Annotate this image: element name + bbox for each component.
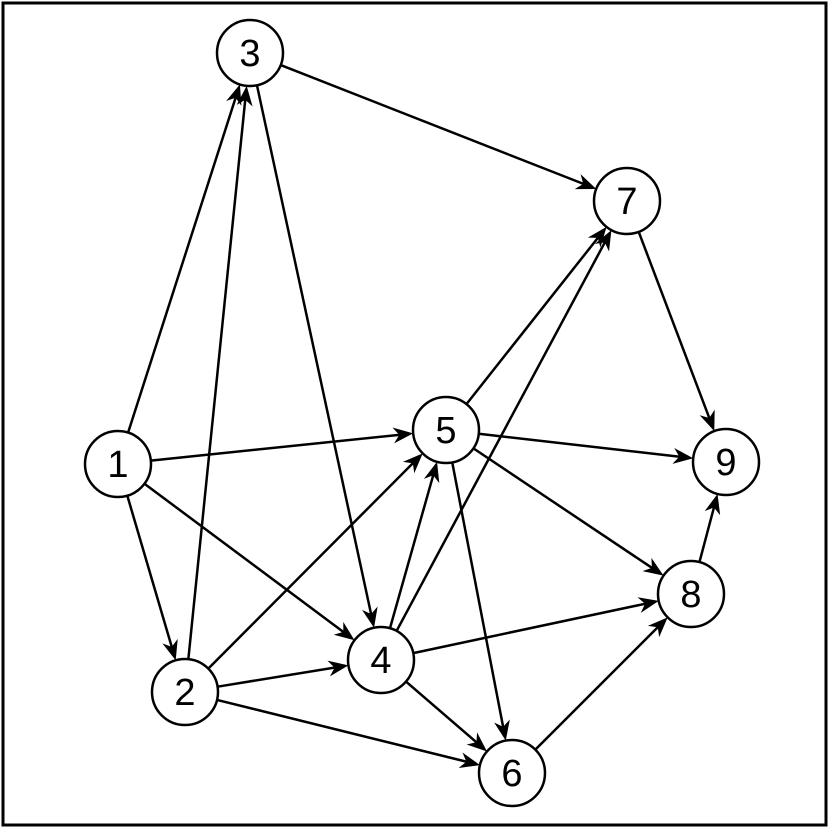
arrowhead-icon (361, 606, 378, 628)
edge-5-to-7 (465, 226, 607, 405)
node-9: 9 (691, 427, 761, 497)
node-label: 9 (715, 442, 736, 484)
edge-line (216, 698, 473, 765)
arrowhead-icon (699, 409, 715, 432)
edge-line (187, 93, 248, 660)
node-label: 4 (370, 640, 391, 682)
node-label: 7 (616, 181, 637, 223)
node-label: 3 (239, 33, 260, 75)
edge-line (207, 458, 418, 670)
edge-4-to-7 (395, 230, 612, 632)
edge-1-to-4 (143, 482, 355, 641)
node-circle (346, 625, 416, 695)
edge-3-to-4 (255, 84, 378, 628)
node-6: 6 (477, 738, 547, 808)
edge-1-to-3 (126, 84, 242, 433)
edge-1-to-2 (126, 495, 178, 661)
edge-line (472, 447, 658, 573)
edge-line (255, 84, 374, 621)
edge-line (534, 622, 663, 751)
arrowhead-icon (587, 226, 607, 248)
edge-line (451, 462, 506, 733)
arrowhead-icon (466, 732, 488, 752)
diagram-frame (1, 1, 828, 827)
edge-5-to-9 (478, 432, 694, 464)
edge-8-to-9 (698, 493, 721, 563)
edge-line (280, 63, 590, 188)
edge-line (698, 501, 717, 563)
edge-line (478, 432, 686, 459)
arrowhead-icon (672, 448, 694, 464)
edge-line (150, 432, 406, 462)
arrowhead-icon (236, 85, 253, 107)
node-circle (215, 18, 285, 88)
edge-line (637, 231, 713, 425)
arrowhead-icon (642, 557, 664, 576)
edge-line (465, 232, 603, 405)
edge-4-to-8 (413, 597, 659, 655)
arrowhead-icon (458, 752, 480, 769)
edge-line (126, 495, 175, 654)
edge-2-to-3 (187, 85, 253, 660)
arrowhead-icon (594, 230, 612, 252)
arrowhead-icon (647, 617, 668, 638)
arrowhead-icon (327, 660, 349, 677)
arrowhead-icon (226, 84, 242, 106)
arrowhead-icon (574, 174, 597, 190)
nodes-layer: 1 2 3 4 5 6 7 8 9 (83, 18, 761, 808)
edge-line (143, 482, 349, 637)
node-circle (411, 395, 481, 465)
node-circle (83, 429, 153, 499)
node-label: 1 (107, 444, 128, 486)
edge-line (388, 469, 437, 629)
arrowhead-icon (333, 621, 355, 641)
edge-line (217, 665, 341, 688)
node-circle (691, 427, 761, 497)
node-circle (656, 559, 726, 629)
node-5: 5 (411, 395, 481, 465)
edge-2-to-4 (217, 660, 349, 688)
arrowhead-icon (162, 638, 178, 661)
edge-line (126, 91, 239, 433)
edge-3-to-7 (280, 63, 597, 190)
edge-2-to-5 (207, 453, 423, 670)
node-2: 2 (150, 657, 220, 727)
edge-line (413, 601, 652, 655)
arrowhead-icon (637, 597, 659, 613)
node-circle (477, 738, 547, 808)
edge-line (395, 236, 609, 632)
edge-5-to-6 (451, 462, 510, 741)
node-circle (592, 166, 662, 236)
node-4: 4 (346, 625, 416, 695)
edge-line (405, 680, 482, 748)
node-label: 6 (501, 753, 522, 795)
arrowhead-icon (392, 427, 414, 444)
edge-4-to-6 (405, 680, 488, 752)
edge-1-to-5 (150, 427, 414, 462)
edge-6-to-8 (534, 617, 668, 751)
arrowhead-icon (402, 453, 423, 474)
edge-7-to-9 (637, 231, 715, 432)
node-1: 1 (83, 429, 153, 499)
node-circle (150, 657, 220, 727)
edge-4-to-5 (388, 461, 440, 629)
node-7: 7 (592, 166, 662, 236)
node-3: 3 (215, 18, 285, 88)
arrowhead-icon (494, 719, 510, 741)
edge-2-to-6 (216, 698, 480, 769)
node-label: 8 (680, 574, 701, 616)
edges-layer (126, 63, 721, 769)
arrowhead-icon (423, 461, 440, 484)
node-label: 2 (174, 672, 195, 714)
node-8: 8 (656, 559, 726, 629)
arrowhead-icon (704, 493, 721, 516)
edge-5-to-8 (472, 447, 664, 576)
node-label: 5 (435, 410, 456, 452)
